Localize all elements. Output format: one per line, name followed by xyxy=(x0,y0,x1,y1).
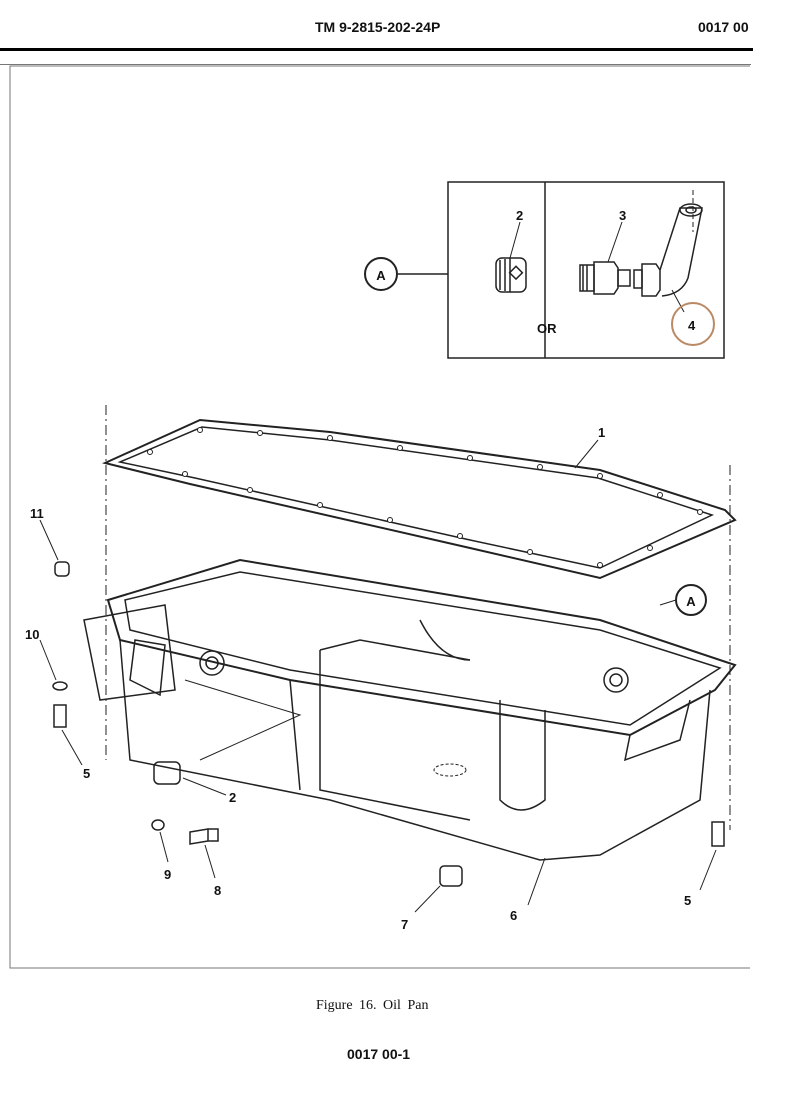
section-number: 0017 00 xyxy=(698,19,749,35)
callout-6: 6 xyxy=(510,908,517,923)
or-label: OR xyxy=(537,321,557,336)
header-rule-thin xyxy=(0,64,751,65)
callout-2: 2 xyxy=(229,790,236,805)
callout-a-ref: A xyxy=(686,594,696,609)
callout-7: 7 xyxy=(401,917,408,932)
callout-11: 11 xyxy=(30,506,44,521)
callout-9: 9 xyxy=(164,867,171,882)
figure-caption: Figure 16. Oil Pan xyxy=(316,998,429,1013)
callout-3-detail: 3 xyxy=(619,208,626,223)
oil-pan xyxy=(83,558,737,906)
callout-2-detail: 2 xyxy=(516,208,523,223)
figure-frame xyxy=(9,65,750,969)
callout-5-right: 5 xyxy=(684,893,691,908)
small-parts xyxy=(39,519,725,913)
callout-5-left: 5 xyxy=(83,766,90,781)
document-number: TM 9-2815-202-24P xyxy=(315,19,441,35)
gasket xyxy=(101,418,737,580)
header-rule xyxy=(0,48,753,51)
callout-10: 10 xyxy=(25,627,39,642)
callout-1: 1 xyxy=(598,425,605,440)
page-number: 0017 00-1 xyxy=(347,1046,411,1062)
detail-label-a: A xyxy=(376,268,386,283)
callout-4-detail: 4 xyxy=(688,318,696,333)
callout-8: 8 xyxy=(214,883,221,898)
detail-view-a: A 2 3 4 OR xyxy=(364,181,725,359)
